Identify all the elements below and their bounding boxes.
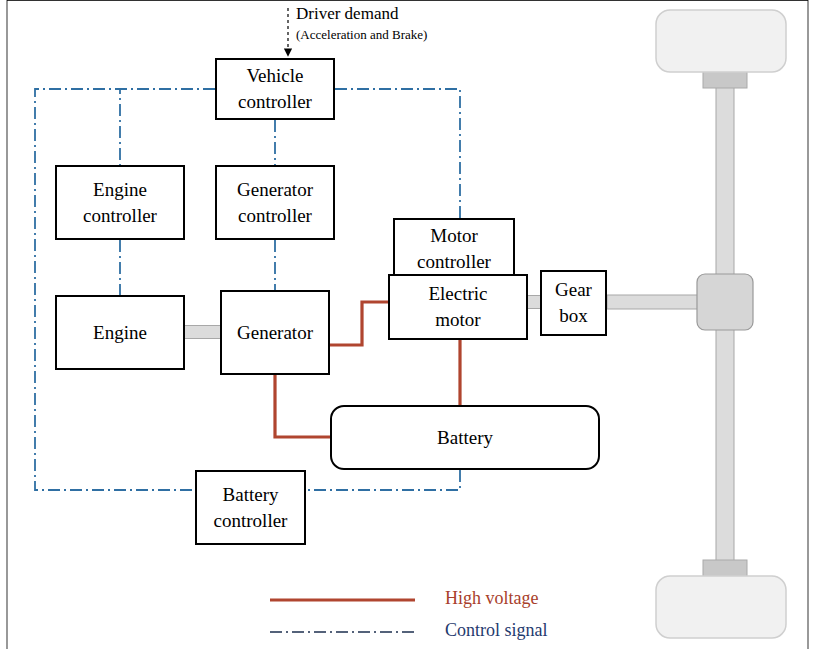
component-box: Gear box — [540, 270, 607, 336]
legend-text: Control signal — [445, 620, 548, 641]
ctrl-connector — [275, 120, 276, 165]
wheel — [656, 576, 786, 638]
connector-line — [275, 375, 330, 437]
controller-box: Battery controller — [195, 470, 306, 545]
node-text: Battery — [437, 425, 493, 451]
legend-text: High voltage — [445, 588, 538, 609]
hv-connector — [460, 340, 461, 405]
differential — [697, 274, 753, 330]
controller-box: Motor controller — [393, 218, 515, 280]
node-text: Motor controller — [404, 223, 504, 274]
ctrl-connector — [335, 89, 460, 218]
node-text: Engine — [93, 320, 147, 346]
node-text: Generator — [237, 320, 313, 346]
node-text: Vehicle controller — [225, 63, 325, 114]
node-text: Battery controller — [203, 482, 298, 533]
shaft-connector — [528, 302, 540, 303]
shaft-connector — [185, 332, 220, 333]
connector-line — [330, 302, 388, 345]
component-box: Engine — [55, 295, 185, 370]
input-note: (Acceleration and Brake) — [296, 27, 427, 43]
ctrl-connector — [275, 240, 276, 290]
connector-line — [185, 326, 220, 338]
connector-line — [458, 340, 461, 405]
connector-line — [274, 240, 276, 290]
node-text: Electric motor — [413, 281, 503, 332]
ctrl-connector — [306, 470, 460, 490]
drive-shaft — [607, 295, 699, 309]
ctrl-connector — [120, 89, 215, 165]
component-box: Electric motor — [388, 274, 528, 340]
hv-connector — [275, 375, 330, 437]
node-text: Generator controller — [225, 177, 325, 228]
node-text: Gear box — [549, 277, 599, 328]
connector-line — [335, 89, 460, 218]
node-text: Engine controller — [70, 177, 170, 228]
frame — [7, 1, 808, 649]
demand-arrow — [287, 8, 288, 56]
connector-line — [120, 89, 215, 165]
connector-line — [119, 240, 121, 295]
legend-line — [270, 599, 415, 602]
controller-box: Generator controller — [215, 165, 335, 240]
connector-line — [528, 296, 540, 308]
connector-line — [274, 120, 276, 165]
legend-line — [270, 631, 415, 633]
wheel — [656, 10, 786, 72]
shaft-outline — [185, 325, 220, 339]
controller-box: Vehicle controller — [215, 58, 335, 120]
shaft-outline — [528, 295, 540, 309]
component-box: Generator — [220, 290, 330, 375]
connector-line — [306, 470, 460, 490]
hv-connector — [330, 302, 388, 345]
battery-box: Battery — [330, 405, 600, 470]
controller-box: Engine controller — [55, 165, 185, 240]
connector-line — [35, 89, 215, 490]
ctrl-connector — [35, 89, 215, 490]
ctrl-connector — [120, 240, 121, 295]
input-label: Driver demand — [296, 4, 398, 24]
